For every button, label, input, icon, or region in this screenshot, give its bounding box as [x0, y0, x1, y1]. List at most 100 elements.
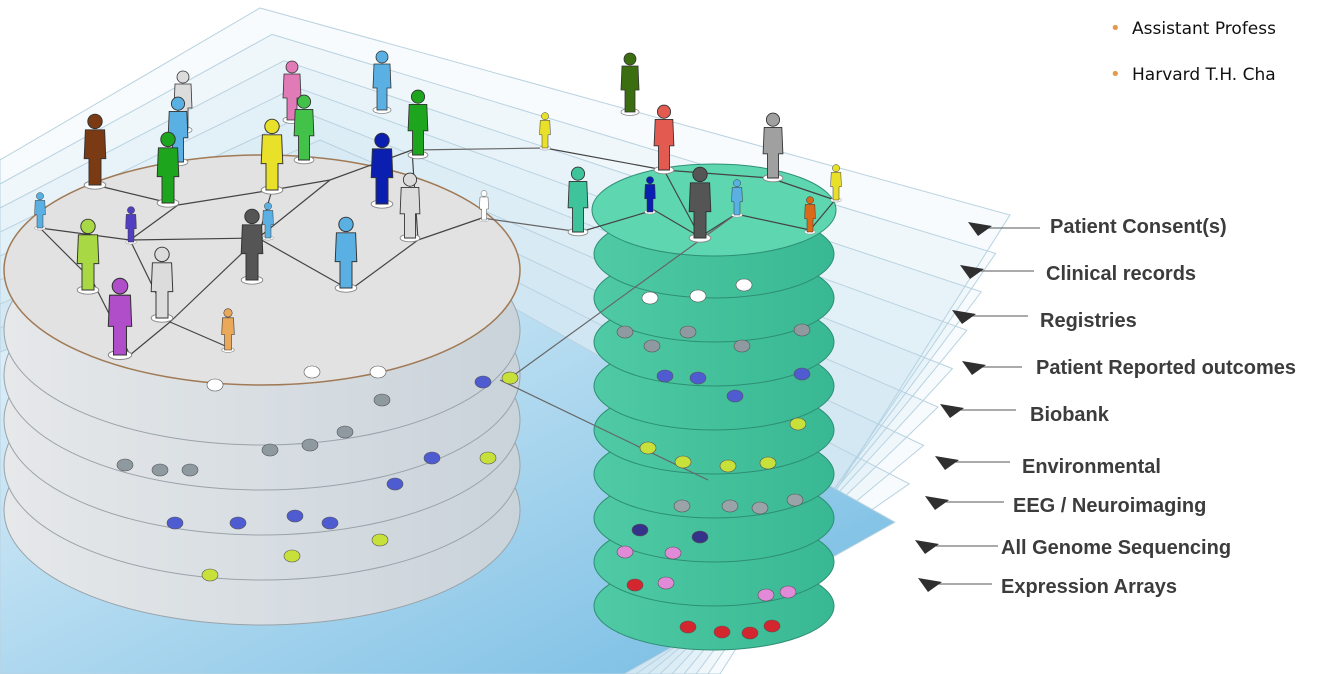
triangle-arrow-icon	[915, 540, 939, 554]
person-body	[221, 317, 235, 351]
triangle-arrow-icon	[960, 265, 984, 279]
person-head	[264, 202, 272, 211]
triangle-arrow-icon	[935, 456, 959, 470]
person-icon	[293, 94, 315, 165]
data-node-icon	[689, 289, 707, 303]
person-body	[240, 224, 264, 281]
person-body	[334, 232, 358, 289]
person-body	[150, 262, 174, 319]
right-cylinder-top	[591, 163, 837, 257]
person-body	[262, 210, 274, 239]
person-icon	[620, 52, 640, 116]
layer-label-registries: Registries	[1040, 310, 1137, 332]
person-head	[170, 96, 186, 111]
person-body	[567, 180, 589, 233]
data-node-icon	[793, 367, 811, 381]
data-node-icon	[261, 443, 279, 457]
data-node-icon	[689, 371, 707, 385]
person-head	[176, 70, 190, 84]
layer-label-eeg-neuroimaging: EEG / Neuroimaging	[1013, 495, 1207, 517]
data-node-icon	[786, 493, 804, 507]
data-node-icon	[371, 533, 389, 547]
person-head	[733, 179, 741, 188]
data-node-icon	[181, 463, 199, 477]
cross-link	[499, 379, 709, 481]
layer-label-patient-consent: Patient Consent(s)	[1050, 216, 1227, 238]
network-link	[129, 204, 179, 241]
person-icon	[731, 179, 743, 218]
person-body	[107, 294, 133, 356]
person-head	[285, 60, 299, 74]
person-body	[731, 187, 743, 216]
data-node-icon	[691, 530, 709, 544]
person-body	[830, 172, 842, 201]
person-head	[36, 192, 44, 201]
person-head	[160, 131, 176, 148]
data-node-icon	[303, 365, 321, 379]
person-body	[156, 147, 180, 204]
data-node-icon	[474, 375, 492, 389]
network-link	[349, 239, 419, 291]
person-icon	[567, 166, 589, 237]
data-node-icon	[793, 323, 811, 337]
data-node-icon	[301, 438, 319, 452]
triangle-arrow-icon	[918, 578, 942, 592]
data-node-icon	[116, 458, 134, 472]
person-body	[399, 186, 421, 239]
data-node-icon	[757, 588, 775, 602]
person-body	[407, 103, 429, 156]
person-head	[296, 94, 312, 109]
person-body	[620, 65, 640, 113]
data-node-icon	[336, 425, 354, 439]
data-node-icon	[479, 451, 497, 465]
data-node-icon	[501, 371, 519, 385]
person-body	[688, 182, 712, 239]
person-icon	[260, 118, 284, 195]
person-icon	[334, 216, 358, 293]
network-link	[129, 237, 259, 241]
layer-arrows	[915, 222, 992, 592]
data-node-icon	[751, 501, 769, 515]
person-head	[80, 218, 96, 235]
cross-link	[481, 217, 581, 233]
person-head	[480, 190, 488, 197]
data-nodes	[116, 278, 811, 640]
person-head	[374, 132, 390, 149]
person-head	[223, 308, 233, 318]
person-head	[656, 104, 672, 119]
network-link	[39, 227, 131, 241]
triangle-arrow-icon	[962, 361, 986, 375]
network-link	[169, 321, 231, 349]
data-node-icon	[641, 291, 659, 305]
data-node-icon	[206, 378, 224, 392]
person-icon	[830, 164, 842, 203]
network-link	[663, 169, 771, 179]
person-head	[87, 113, 103, 130]
data-node-icon	[674, 455, 692, 469]
person-icon	[83, 113, 107, 190]
data-node-icon	[759, 456, 777, 470]
data-node-icon	[763, 619, 781, 633]
bullet-text: Assistant Profess	[1132, 19, 1276, 39]
layer-label-patient-reported-outcomes: Patient Reported outcomes	[1036, 357, 1297, 379]
person-head	[264, 118, 280, 135]
bullet-item: •Assistant Profess	[1110, 14, 1276, 60]
person-head	[765, 112, 781, 127]
person-body	[762, 126, 784, 179]
data-node-icon	[721, 499, 739, 513]
data-node-icon	[423, 451, 441, 465]
data-node-icon	[616, 545, 634, 559]
person-body	[260, 134, 284, 191]
triangle-arrow-icon	[968, 222, 992, 236]
data-node-icon	[657, 576, 675, 590]
person-head	[111, 277, 129, 295]
data-node-icon	[664, 546, 682, 560]
network-link	[769, 177, 836, 201]
data-node-icon	[726, 389, 744, 403]
network-link	[177, 189, 273, 206]
data-node-icon	[386, 477, 404, 491]
person-head	[154, 246, 170, 263]
person-head	[623, 52, 637, 66]
data-node-icon	[283, 549, 301, 563]
